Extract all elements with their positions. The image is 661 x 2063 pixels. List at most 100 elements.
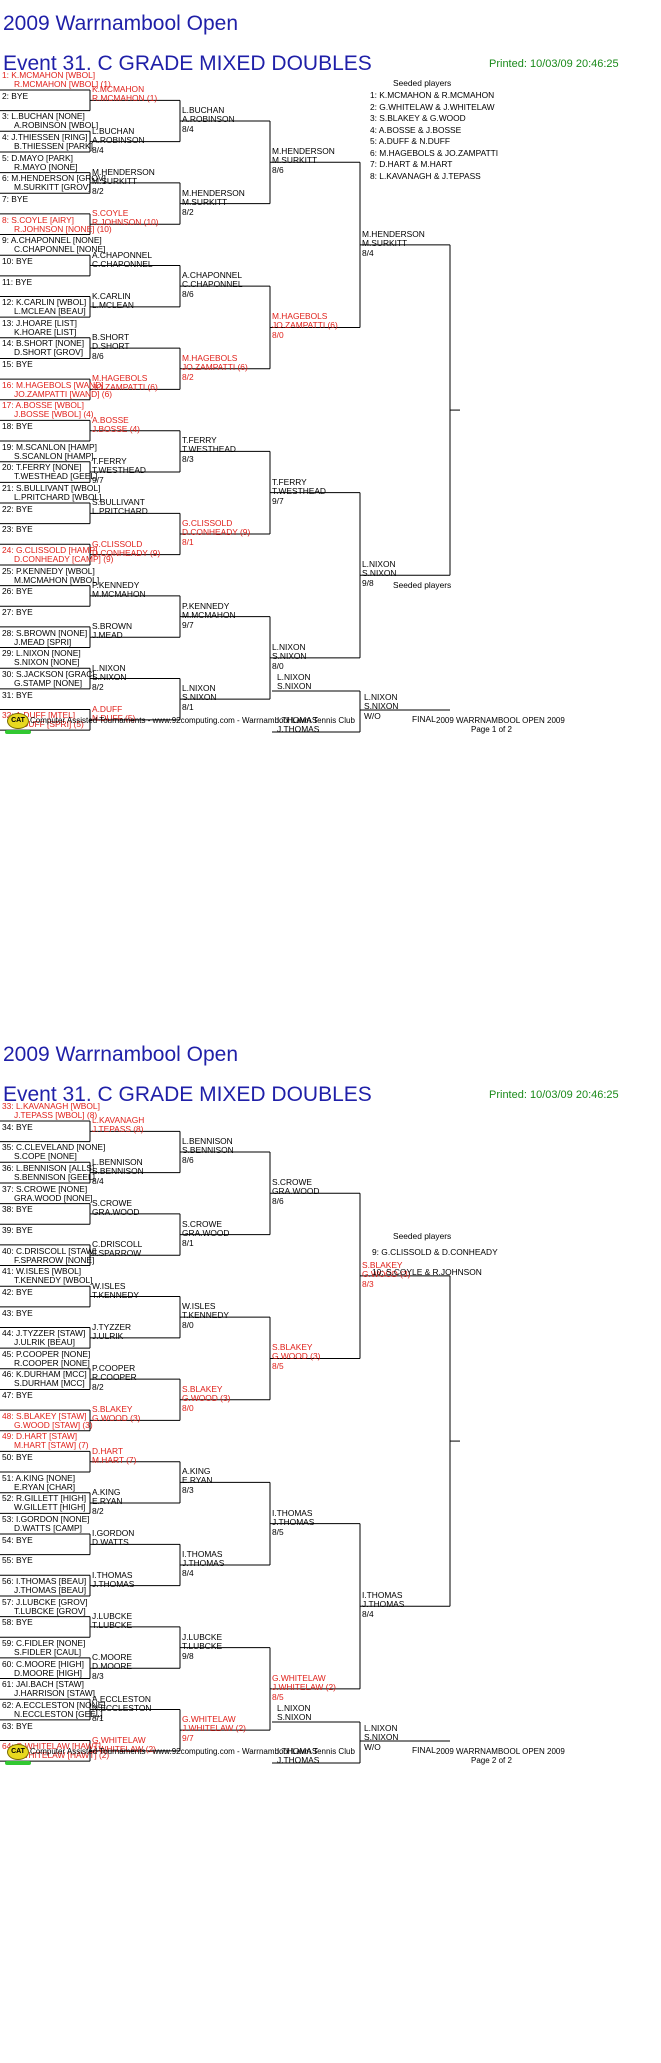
event-title: Event 31. C GRADE MIXED DOUBLES (3, 1083, 372, 1106)
seeded-player: 1: K.MCMAHON & R.MCMAHON (370, 90, 495, 100)
draw-entry-player-a: 33: L.KAVANAGH [WBOL] (2, 1101, 100, 1111)
round2-player-b: J.MEAD (92, 630, 123, 641)
round3-player-b: S.BENNISON (182, 1144, 234, 1155)
draw-entry-player-a: 57: J.LUBCKE [GROV] (2, 1596, 88, 1607)
round2-player-b: T.LUBCKE (92, 1619, 133, 1630)
draw-entry-player-b: C.CHAPONNEL [NONE] (14, 244, 106, 255)
round4-player-b: S.NIXON (272, 650, 307, 661)
round4-score: 8/5 (272, 1526, 284, 1537)
round2-player-b: D.SHORT (92, 341, 130, 352)
round2-player-b: N.DUFF (5) (92, 712, 136, 723)
round2-player-a: C.MOORE (92, 1652, 133, 1663)
round3-player-b: E.RYAN (182, 1475, 213, 1486)
draw-entry-player-a: 9: A.CHAPONNEL [NONE] (2, 235, 102, 246)
cat-logo-icon: CAT (7, 1744, 29, 1760)
footer-event: 2009 WARRNAMBOOL OPEN 2009 (436, 716, 565, 725)
draw-entry-player-a: 60: C.MOORE [HIGH] (2, 1658, 84, 1669)
round2-score: 8/6 (92, 351, 104, 362)
round3-score: 8/0 (182, 1320, 194, 1331)
final-right-player-a: L.NIXON (364, 1723, 398, 1733)
draw-entry-player-a: 44: J.TYZZER [STAW] (2, 1328, 86, 1339)
draw-entry-player-a: 37: S.CROWE [NONE] (2, 1183, 88, 1194)
final-bottom-player-b: J.THOMAS (277, 724, 320, 734)
round3-player-b: C.CHAPONNEL (182, 279, 243, 290)
round2-player-b: GRA.WOOD (92, 1206, 140, 1217)
round5-score: 8/4 (362, 1609, 374, 1620)
draw-entry-player-b: S.SCANLON [HAMP] (14, 450, 94, 461)
draw-entry-player-a: 64: G.WHITELAW [HAWT] (2, 1741, 101, 1752)
round2-player-b: F.SPARROW (92, 1248, 142, 1259)
draw-entry-player-a: 63: BYE (2, 1720, 33, 1731)
draw-entry-player-b: A.ROBINSON [WBOL] (14, 120, 99, 131)
final-label: FINAL (412, 1745, 436, 1755)
draw-entry-player-b: R.JOHNSON [NONE] (10) (14, 223, 112, 234)
round3-player-b: D.CONHEADY (9) (182, 526, 251, 537)
round2-player-b: T.KENNEDY (92, 1289, 140, 1300)
draw-entry-player-a: 46: K.DURHAM [MCC] (2, 1369, 87, 1380)
round3-player-b: JO.ZAMPATTI (6) (182, 361, 248, 372)
draw-entry-player-a: 8: S.COYLE [AIRY] (2, 214, 74, 225)
round2-player-b: J.THOMAS (92, 1578, 135, 1589)
draw-entry-player-a: 18: BYE (2, 421, 33, 432)
round4-player-b: JO.ZAMPATTI (6) (272, 320, 338, 331)
draw-entry-player-a: 15: BYE (2, 359, 33, 370)
seeded-player-2: 9: G.CLISSOLD & D.CONHEADY (372, 1247, 498, 1257)
round3-player-a: J.LUBCKE (182, 1631, 223, 1642)
round3-player-a: G.CLISSOLD (182, 517, 233, 528)
round5-player-b: G.WOOD (3) (362, 1268, 411, 1279)
round2-player-b: JO.ZAMPATTI (6) (92, 382, 158, 393)
round2-player-a: P.COOPER (92, 1363, 136, 1374)
draw-entry-player-a: 25: P.KENNEDY [WBOL] (2, 565, 95, 576)
draw-entry-player-b: E.RYAN [CHAR] (14, 1481, 76, 1492)
round2-player-b: J.WHITELAW (2) (92, 1743, 156, 1754)
draw-entry-player-b: JO.ZAMPATTI [WAND] (6) (14, 388, 113, 399)
round3-player-a: G.WHITELAW (182, 1714, 236, 1725)
round3-player-a: L.BUCHAN (182, 104, 225, 115)
round3-player-b: M.MCMAHON (182, 609, 236, 620)
draw-entry-player-a: 41: W.ISLES [WBOL] (2, 1266, 82, 1277)
round4-score: 8/0 (272, 330, 284, 341)
round2-player-a: L.BENNISON (92, 1156, 143, 1167)
seeded-player: 7: D.HART & M.HART (370, 159, 453, 169)
draw-entry-player-b: M.SURKITT [GROV] (14, 182, 91, 193)
round2-score: 8/1 (92, 1712, 104, 1723)
round3-player-a: T.FERRY (182, 435, 217, 446)
draw-entry-player-a: 49: D.HART [STAW] (2, 1431, 78, 1442)
draw-entry-player-b: S.COPE [NONE] (14, 1151, 77, 1162)
draw-entry-player-b: D.WATTS [CAMP] (14, 1523, 82, 1533)
round2-player-a: L.BUCHAN (92, 125, 135, 136)
draw-entry-player-b: S.BENNISON [GEEL] (14, 1171, 95, 1182)
round3-score: 9/7 (182, 619, 194, 630)
round3-player-b: S.NIXON (182, 692, 217, 703)
site-title: 2009 Warrnambool Open (3, 1043, 239, 1066)
seeded-player: 4: A.BOSSE & J.BOSSE (370, 124, 462, 135)
round2-player-b: R.COOPER (92, 1372, 137, 1383)
final-left-player-b: S.NIXON (277, 681, 312, 691)
draw-entry-player-a: 62: A.ECCLESTON [NONE] (2, 1699, 106, 1710)
round5-player-a: M.HENDERSON (362, 228, 425, 239)
printed-timestamp: Printed: 10/03/09 20:46:25 (489, 1089, 619, 1101)
round5-player-b: J.THOMAS (362, 1599, 405, 1610)
draw-entry-player-b: D.SHORT [GROV] (14, 347, 84, 358)
draw-entry-player-a: 28: S.BROWN [NONE] (2, 627, 88, 638)
draw-entry-player-a: 51: A.KING [NONE] (2, 1472, 76, 1483)
draw-entry-player-b: S.NIXON [NONE] (14, 657, 80, 668)
final-right-score: W/O (364, 711, 381, 721)
draw-entry-player-a: 34: BYE (2, 1121, 33, 1132)
round2-player-a: L.KAVANAGH (92, 1115, 145, 1126)
draw-entry-player-b: D.MOORE [HIGH] (14, 1667, 82, 1678)
draw-entry-player-b: J.BOSSE [WBOL] (4) (14, 409, 94, 420)
draw-entry-player-b: T.KENNEDY [WBOL] (14, 1275, 93, 1286)
draw-entry-player-b: T.LUBCKE [GROV] (14, 1605, 86, 1616)
round2-player-b: N.ECCLESTON (92, 1702, 152, 1713)
round2-player-a: I.GORDON (92, 1528, 135, 1539)
round2-player-b: D.CONHEADY (9) (92, 547, 161, 558)
round2-player-b: J.BOSSE (4) (92, 423, 140, 434)
draw-entry-player-a: 32: A.DUFF [MTEL] (2, 710, 76, 721)
round2-player-b: M.HART (7) (92, 1454, 137, 1465)
round2-player-a: A.CHAPONNEL (92, 249, 153, 260)
round4-player-a: T.FERRY (272, 476, 307, 487)
round5-score: 8/4 (362, 247, 374, 258)
round3-player-a: S.BLAKEY (182, 1383, 223, 1394)
